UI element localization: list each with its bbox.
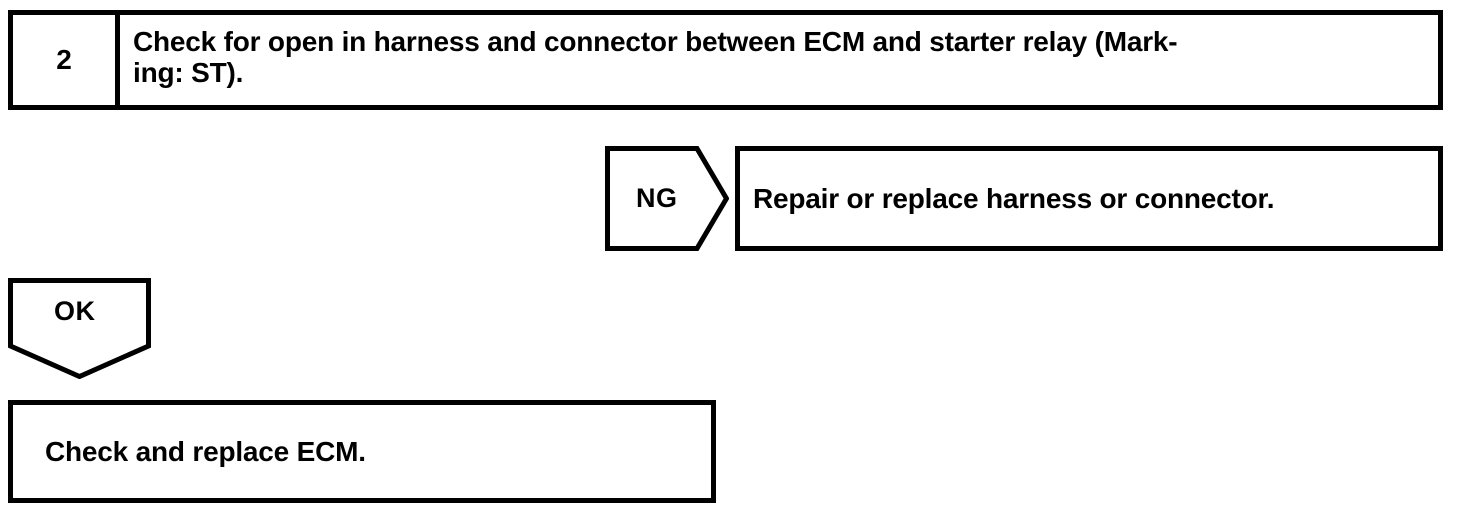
step-number: 2 (56, 44, 72, 75)
ng-arrow-right-icon (605, 146, 729, 251)
ng-result-text: Repair or replace harness or connector. (753, 182, 1275, 214)
ok-result-text: Check and replace ECM. (45, 435, 366, 467)
ng-branch-label: NG (636, 183, 678, 213)
step-instruction-text: Check for open in harness and connector … (133, 26, 1178, 88)
ng-result-box: Repair or replace harness or connector. (735, 146, 1443, 251)
ok-result-box: Check and replace ECM. (8, 400, 716, 503)
ok-arrow-down-icon (8, 278, 151, 379)
step-row: 2 Check for open in harness and connecto… (8, 10, 1443, 110)
step-instruction-cell: Check for open in harness and connector … (120, 15, 1438, 105)
step-number-cell: 2 (13, 15, 120, 105)
ok-branch-label: OK (54, 296, 96, 326)
